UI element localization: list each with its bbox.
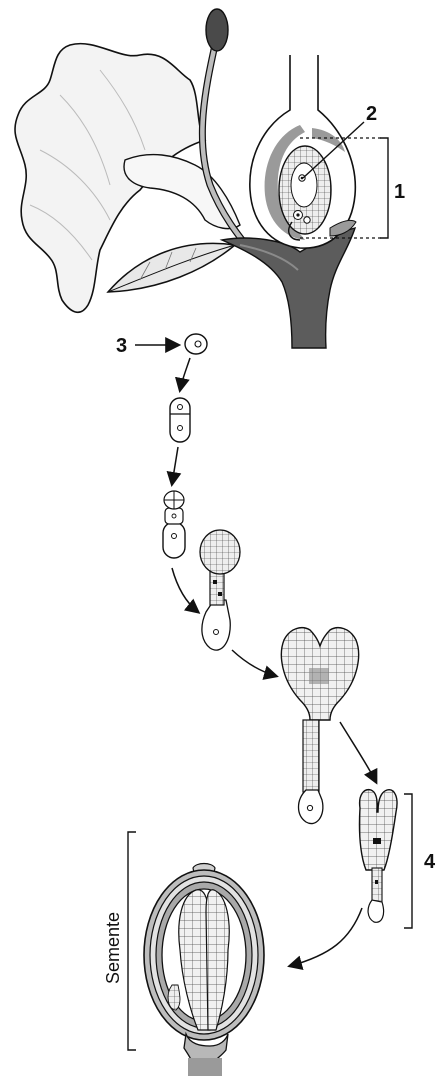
multi-cell-proembryo <box>163 491 185 558</box>
arrow-twocell-to-fourcell <box>172 447 178 484</box>
label-semente: Semente <box>103 912 123 984</box>
anther <box>206 9 228 51</box>
arrow-to-seed <box>290 908 362 966</box>
bracket-semente <box>128 832 136 1050</box>
label-2: 2 <box>366 103 377 125</box>
label-1: 1 <box>394 181 405 203</box>
heart-stage-embryo <box>281 628 358 824</box>
seed <box>144 864 264 1077</box>
label-4: 4 <box>424 851 436 873</box>
zygote <box>185 334 207 354</box>
bracket-4 <box>404 794 412 928</box>
label-3: 3 <box>116 335 127 357</box>
arrow-zygote-to-twocell <box>180 358 190 390</box>
arrow-to-globular <box>172 568 198 612</box>
globular-embryo <box>200 530 240 650</box>
arrow-to-heart <box>232 650 276 676</box>
arrow-to-torpedo <box>340 722 376 782</box>
flower <box>15 9 356 348</box>
torpedo-embryo <box>359 790 397 923</box>
two-cell-proembryo <box>170 398 190 442</box>
